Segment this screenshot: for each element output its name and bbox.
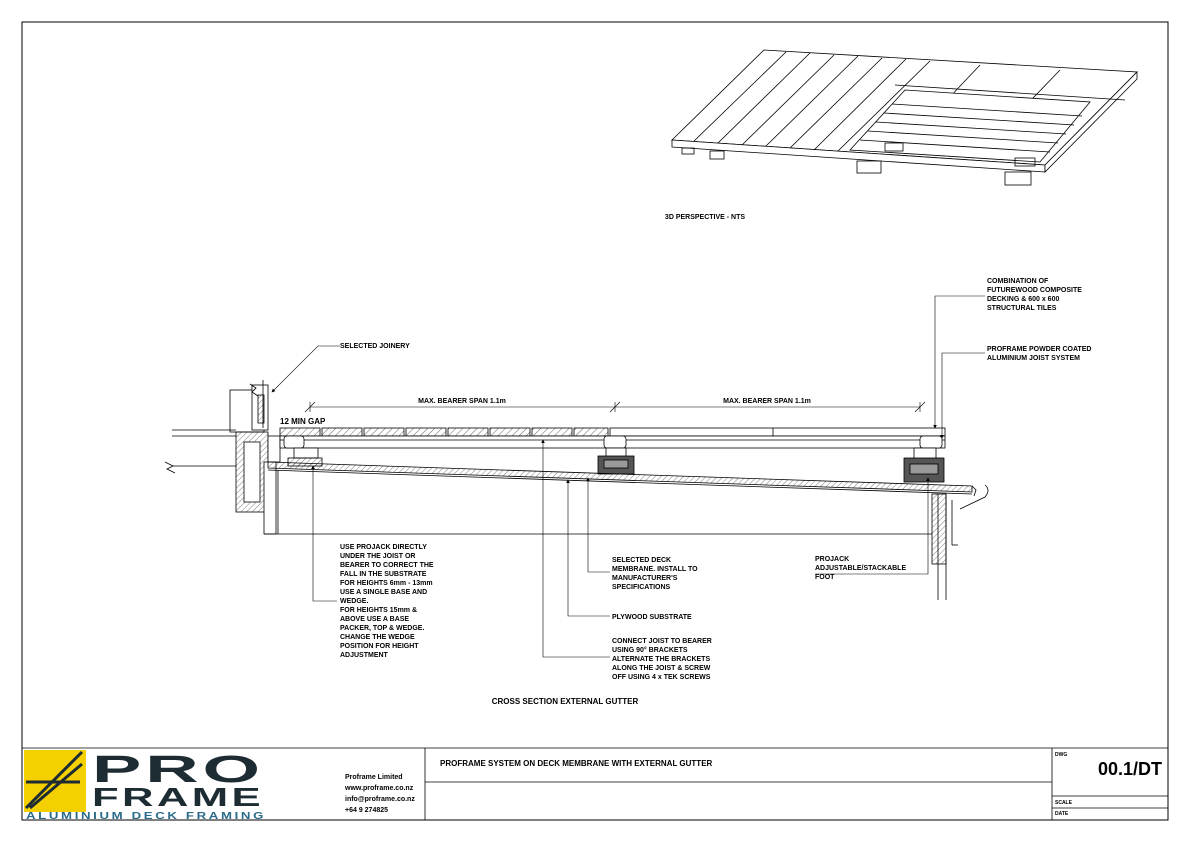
note-selected-joinery: SELECTED JOINERY: [340, 343, 410, 350]
gap-label: 12 MIN GAP: [280, 417, 326, 426]
logo-top-text: PRO: [92, 749, 264, 791]
date-label: DATE: [1055, 811, 1069, 817]
note-projack: USE PROJACK DIRECTLY UNDER THE JOIST OR …: [340, 544, 436, 659]
decking-boards: [279, 427, 609, 437]
logo-tagline: ALUMINIUM DECK FRAMING: [26, 811, 266, 822]
section-caption: CROSS SECTION EXTERNAL GUTTER: [492, 697, 639, 706]
leader-lines: [271, 295, 985, 658]
structural-tiles: [609, 427, 946, 437]
note-plywood: PLYWOOD SUBSTRATE: [612, 614, 692, 621]
span-left-label: MAX. BEARER SPAN 1.1m: [418, 398, 506, 405]
span-dimensions: [304, 401, 926, 413]
note-joist-system: PROFRAME POWDER COATED ALUMINIUM JOIST S…: [987, 346, 1093, 362]
projack-foot-right: [903, 447, 945, 483]
note-connect: CONNECT JOIST TO BEARER USING 90° BRACKE…: [612, 638, 714, 681]
dwg-label: DWG: [1055, 752, 1067, 758]
deck-membrane: [267, 461, 973, 493]
cross-section: [164, 380, 989, 600]
projack-foot-middle: [597, 447, 635, 475]
note-membrane: SELECTED DECK MEMBRANE. INSTALL TO MANUF…: [612, 557, 700, 591]
title-block: [22, 747, 1168, 820]
drawing-title: PROFRAME SYSTEM ON DECK MEMBRANE WITH EX…: [440, 759, 713, 768]
logo-bottom-text: FRAME: [92, 782, 264, 812]
note-foot: PROJACK ADJUSTABLE/STACKABLE FOOT: [815, 556, 908, 581]
logo-mark: [24, 750, 84, 810]
perspective-view: [671, 49, 1138, 186]
scale-label: SCALE: [1055, 800, 1073, 806]
proframe-logo: PRO FRAME ALUMINIUM DECK FRAMING: [24, 749, 266, 822]
note-combination: COMBINATION OF FUTUREWOOD COMPOSITE DECK…: [987, 278, 1084, 312]
perspective-caption: 3D PERSPECTIVE - NTS: [665, 214, 745, 221]
dwg-number: 00.1/DT: [1098, 759, 1162, 779]
company-details: Proframe Limited www.proframe.co.nz info…: [344, 774, 417, 814]
sheet-border: [21, 21, 1169, 821]
gutter-fascia: [931, 493, 947, 565]
span-right-label: MAX. BEARER SPAN 1.1m: [723, 398, 811, 405]
